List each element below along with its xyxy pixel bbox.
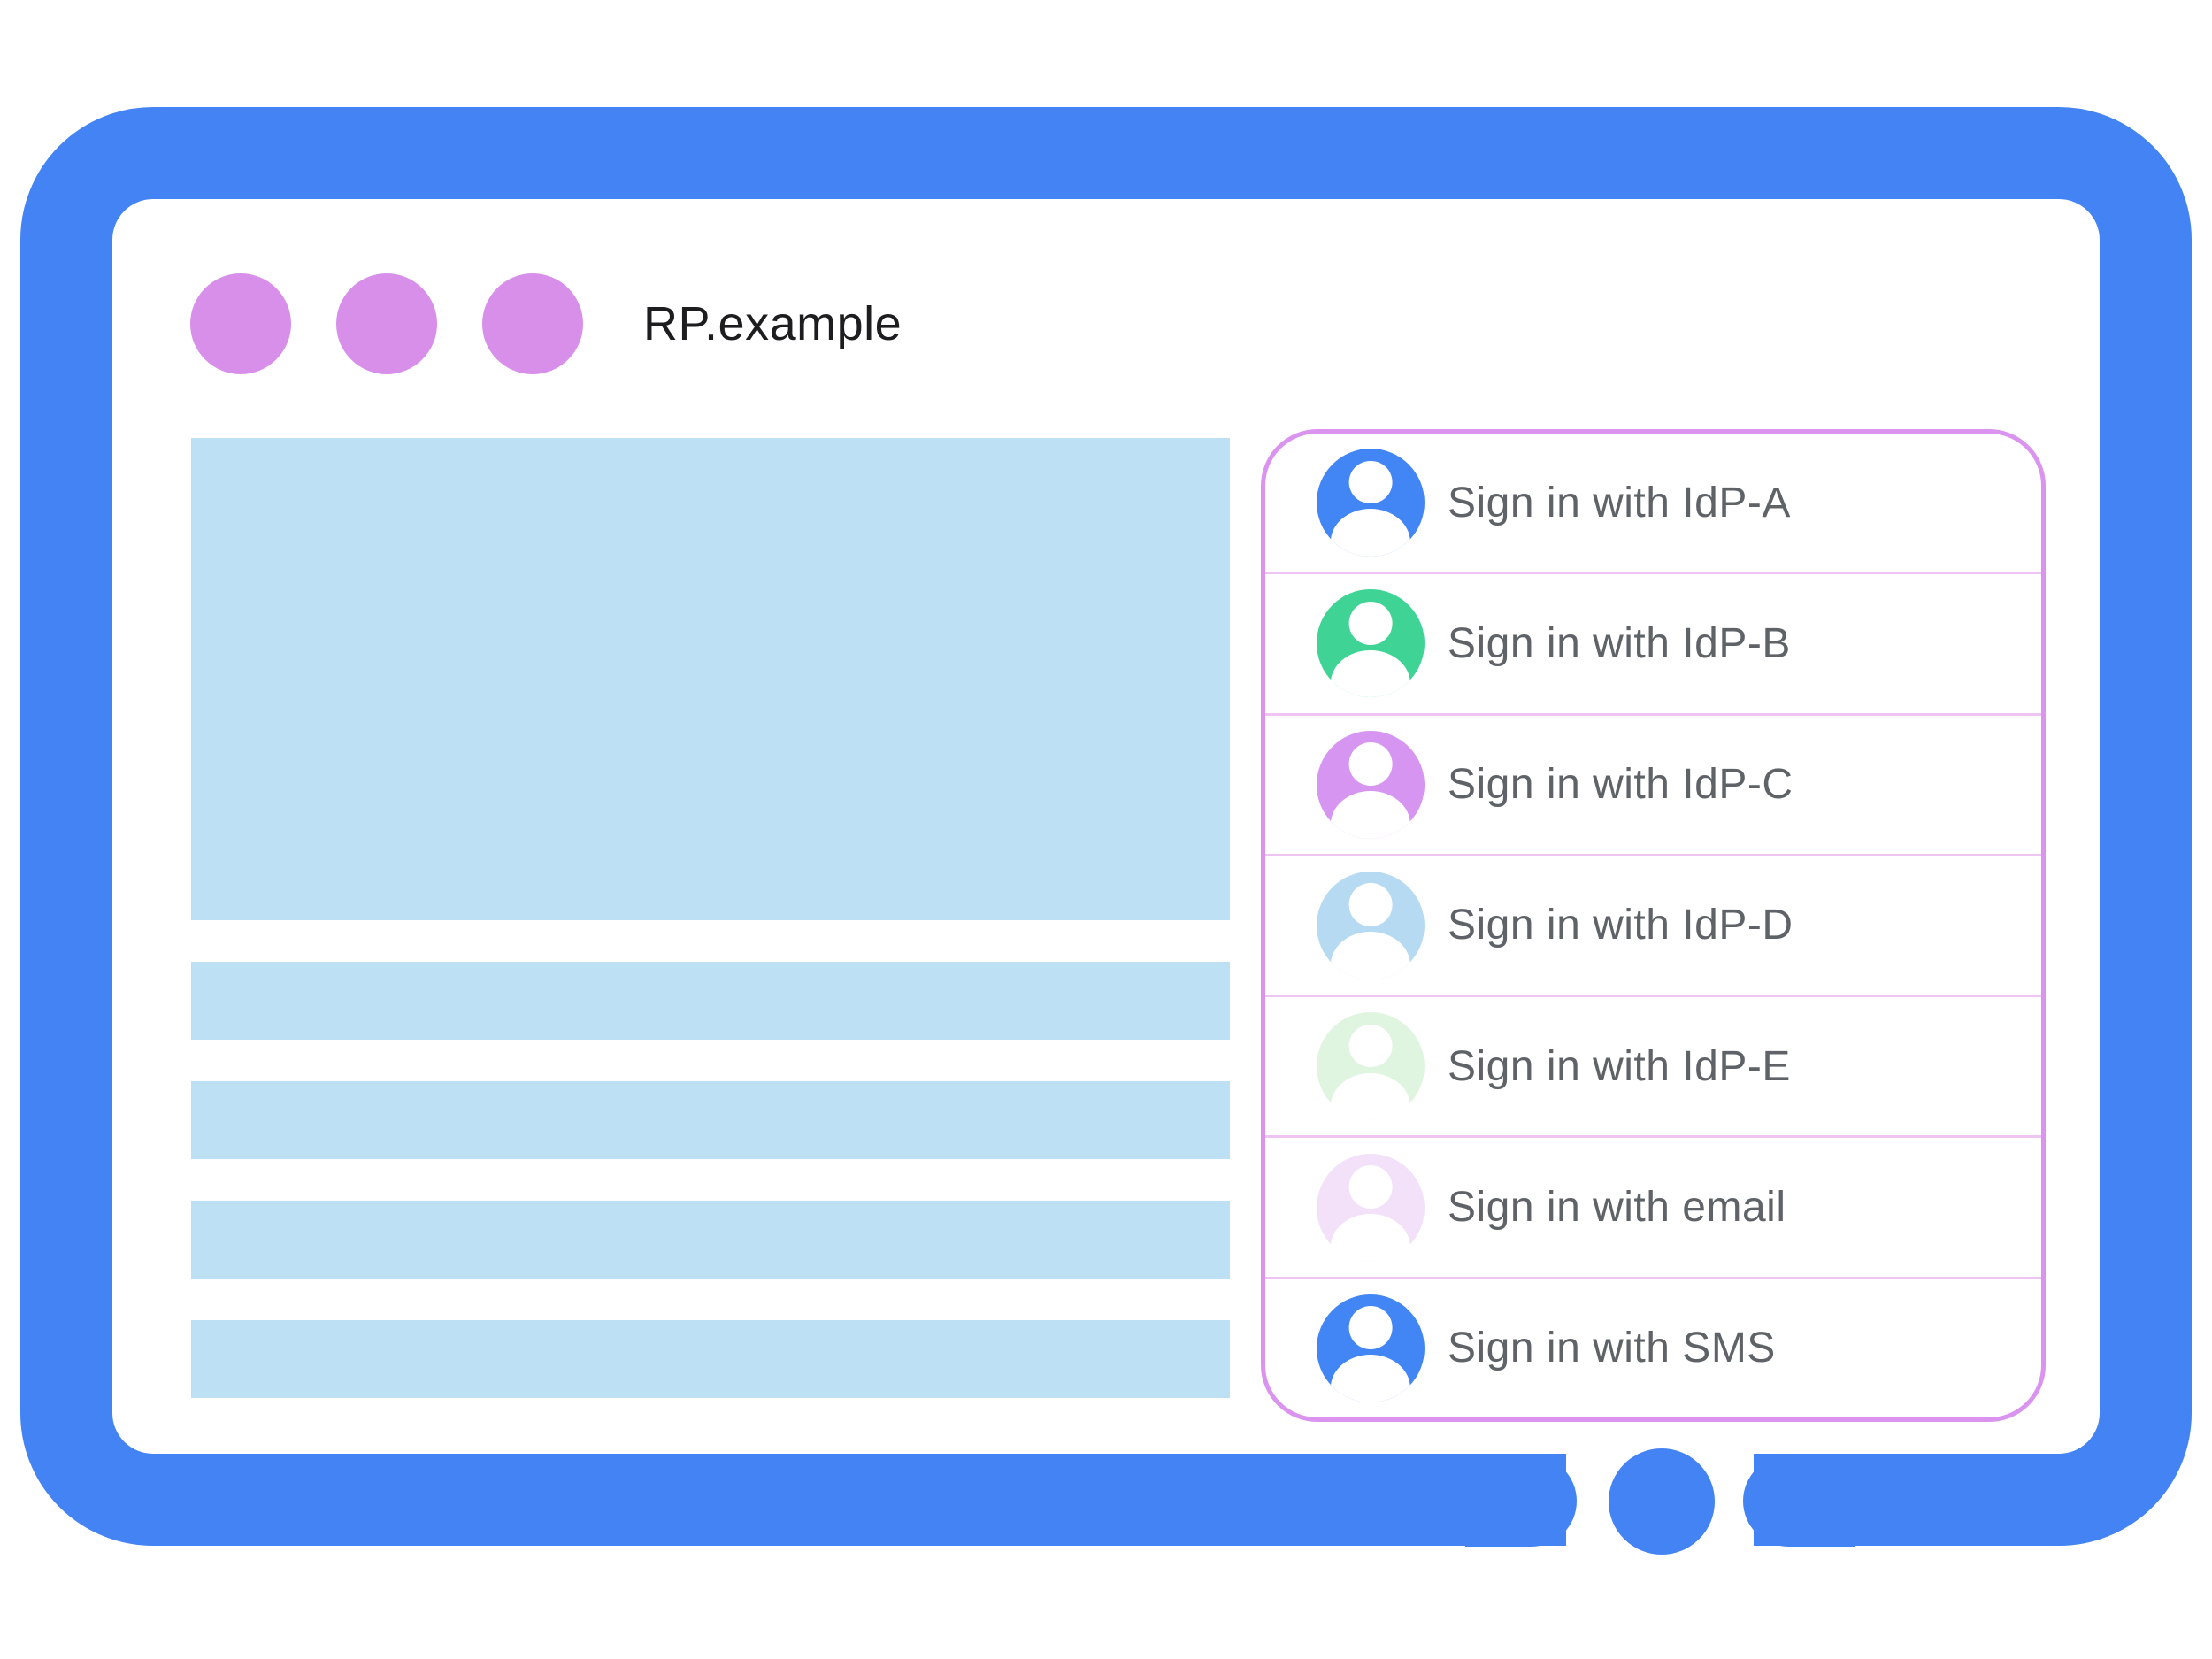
user-avatar-icon xyxy=(1317,730,1425,839)
content-hero-placeholder xyxy=(191,438,1230,920)
signin-option-label: Sign in with IdP-E xyxy=(1448,1042,1791,1090)
window-control-dot-1[interactable] xyxy=(190,273,291,374)
avatar-torso-shape xyxy=(1330,1072,1411,1121)
avatar-torso-shape xyxy=(1330,649,1411,698)
user-avatar-icon xyxy=(1317,449,1425,557)
avatar-torso-shape xyxy=(1330,509,1411,557)
bezel-bar-right-cap xyxy=(1743,1455,1855,1547)
signin-option-label: Sign in with IdP-A xyxy=(1448,479,1791,526)
avatar-head-shape xyxy=(1348,601,1393,645)
signin-options-panel: Sign in with IdP-A Sign in with IdP-B Si… xyxy=(1261,429,2046,1422)
user-avatar-icon xyxy=(1317,589,1425,698)
avatar-torso-shape xyxy=(1330,932,1411,979)
signin-option-label: Sign in with IdP-C xyxy=(1448,761,1793,809)
avatar-head-shape xyxy=(1348,1306,1393,1350)
signin-option-7[interactable]: Sign in with SMS xyxy=(1265,1276,2041,1417)
signin-option-label: Sign in with email xyxy=(1448,1184,1786,1232)
signin-option-5[interactable]: Sign in with IdP-E xyxy=(1265,995,2041,1135)
content-bar-placeholder xyxy=(191,962,1230,1040)
avatar-torso-shape xyxy=(1330,1213,1411,1262)
window-control-dot-2[interactable] xyxy=(336,273,437,374)
user-avatar-icon xyxy=(1317,1153,1425,1262)
signin-option-label: Sign in with IdP-B xyxy=(1448,619,1791,667)
signin-option-label: Sign in with SMS xyxy=(1448,1325,1776,1372)
content-bar-placeholder xyxy=(191,1201,1230,1279)
user-avatar-icon xyxy=(1317,871,1425,979)
signin-option-label: Sign in with IdP-D xyxy=(1448,902,1793,949)
avatar-torso-shape xyxy=(1330,791,1411,839)
content-bar-placeholder xyxy=(191,1320,1230,1398)
signin-option-1[interactable]: Sign in with IdP-A xyxy=(1265,434,2041,572)
signin-option-6[interactable]: Sign in with email xyxy=(1265,1135,2041,1276)
avatar-head-shape xyxy=(1348,883,1393,927)
user-avatar-icon xyxy=(1317,1294,1425,1402)
avatar-head-shape xyxy=(1348,742,1393,786)
content-bar-placeholder xyxy=(191,1081,1230,1159)
bezel-bar-left-cap xyxy=(1465,1455,1577,1547)
signin-option-3[interactable]: Sign in with IdP-C xyxy=(1265,712,2041,854)
signin-option-4[interactable]: Sign in with IdP-D xyxy=(1265,853,2041,995)
user-avatar-icon xyxy=(1317,1012,1425,1121)
avatar-torso-shape xyxy=(1330,1355,1411,1402)
avatar-head-shape xyxy=(1348,1024,1393,1068)
avatar-head-shape xyxy=(1348,1164,1393,1209)
signin-option-2[interactable]: Sign in with IdP-B xyxy=(1265,572,2041,712)
avatar-head-shape xyxy=(1348,460,1393,504)
window-control-dot-3[interactable] xyxy=(482,273,583,374)
home-button[interactable] xyxy=(1609,1448,1715,1555)
signin-options-list: Sign in with IdP-A Sign in with IdP-B Si… xyxy=(1265,434,2041,1417)
page-title: RP.example xyxy=(643,297,902,350)
